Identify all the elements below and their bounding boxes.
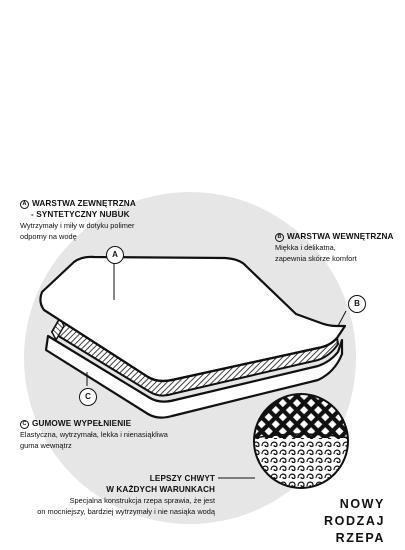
marker-c: C <box>20 420 29 429</box>
marker-b: B <box>275 233 284 242</box>
callout-c-desc-line1: Elastyczna, wytrzymała, lekka i nienasią… <box>20 430 168 439</box>
grip-zoom-border <box>253 393 349 489</box>
callout-a-desc-line1: Wytrzymały i miły w dotyku polimer <box>20 221 135 230</box>
callout-grip-desc-line1: Specjalna konstrukcja rzepa sprawia, że … <box>69 496 215 505</box>
badge-line3: RZEPA <box>335 531 385 545</box>
callout-a-title-line1: WARSTWA ZEWNĘTRZNA <box>32 199 136 208</box>
new-velcro-badge: NOWY RODZAJ RZEPA <box>324 496 385 547</box>
callout-c-desc-line2: guma wewnątrz <box>20 441 72 450</box>
badge-line2: RODZAJ <box>324 514 385 528</box>
inner-layer-b <box>44 334 344 419</box>
callout-grip-title-line1: LEPSZY CHWYT <box>149 474 215 483</box>
outer-layer-edge <box>43 309 338 383</box>
callout-a-desc-line2: odporny na wodę <box>20 232 77 241</box>
leader-line-b <box>337 310 347 327</box>
diagram-label-a: A <box>106 246 124 264</box>
badge-line1: NOWY <box>339 497 385 511</box>
callout-b-desc-line2: zapewnia skórze komfort <box>275 254 357 263</box>
callout-b-title-text: WARSTWA WEWNĘTRZNA <box>287 232 394 241</box>
callout-a-title-line2: - SYNTETYCZNY NUBUK <box>31 210 130 219</box>
diagram-label-b: B <box>348 295 366 313</box>
diagram-label-c: C <box>79 388 97 406</box>
rubber-filling-side <box>51 316 65 342</box>
callout-c-title-text: GUMOWE WYPEŁNIENIE <box>32 419 132 428</box>
callout-grip-desc-line2: on mocniejszy, bardziej wytrzymały i nie… <box>37 507 215 516</box>
marker-a: A <box>20 200 29 209</box>
callout-grip-title-line2: W KAŻDYCH WARUNKACH <box>106 485 215 494</box>
callout-b-desc-line1: Miękka i delikatna, <box>275 243 336 252</box>
callout-grip: LEPSZY CHWYT W KAŻDYCH WARUNKACH Specjal… <box>37 473 215 517</box>
